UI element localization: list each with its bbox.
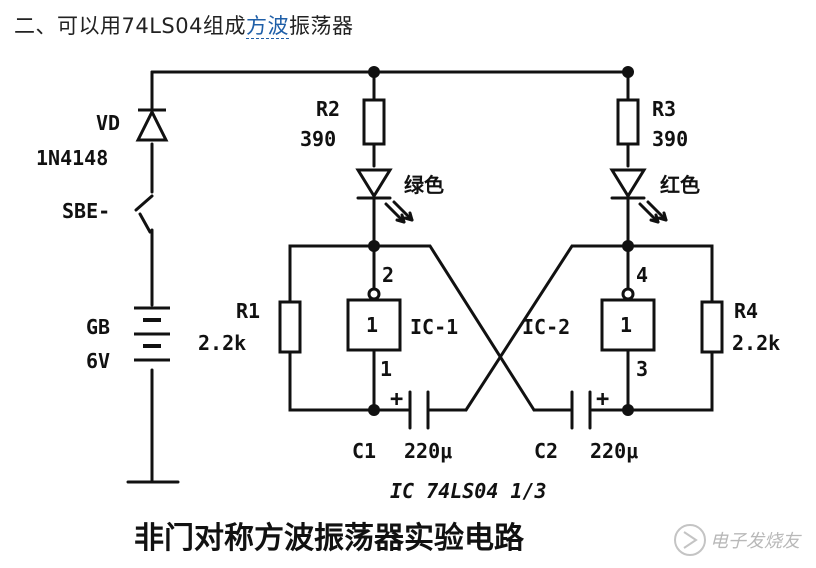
label-c2-name: C2 — [534, 439, 558, 463]
r1-loop-wire — [288, 244, 376, 412]
junction-ic1-output — [368, 404, 380, 416]
label-pin2: 2 — [382, 263, 394, 287]
label-led-red: 红色 — [660, 173, 700, 197]
label-diode-part: 1N4148 — [36, 146, 108, 170]
label-c2-plus: + — [596, 387, 609, 412]
ic1-gate — [346, 298, 402, 352]
label-c1-plus: + — [390, 387, 403, 412]
label-r1-value: 2.2k — [198, 331, 246, 355]
heading-suffix: 振荡器 — [288, 14, 354, 38]
label-c1-value: 220μ — [404, 439, 452, 463]
ic2-gate — [600, 298, 656, 352]
ic2-inversion-bubble — [621, 287, 635, 301]
label-r3-name: R3 — [652, 97, 676, 121]
label-ic1: IC-1 — [410, 315, 458, 339]
diagram-caption: 非门对称方波振荡器实验电路 — [134, 521, 525, 556]
label-r3-value: 390 — [652, 127, 688, 151]
resistor-r4 — [700, 300, 724, 354]
capacitor-c1 — [408, 390, 430, 430]
label-vd: VD — [96, 111, 120, 135]
label-pin4: 4 — [636, 263, 648, 287]
label-r2-value: 390 — [300, 127, 336, 151]
label-pin3: 3 — [636, 357, 648, 381]
heading-link-square-wave[interactable]: 方波 — [245, 14, 289, 39]
r4-loop-wire — [626, 244, 714, 412]
label-led-green: 绿色 — [404, 173, 444, 197]
label-r1-name: R1 — [236, 299, 260, 323]
junction-top-left — [368, 66, 380, 78]
label-ic2: IC-2 — [522, 315, 570, 339]
label-pin1: 1 — [380, 357, 392, 381]
ic1-inversion-bubble — [367, 287, 381, 301]
battery-gb — [134, 306, 170, 362]
resistor-r1 — [278, 300, 302, 354]
label-r2-name: R2 — [316, 97, 340, 121]
label-gate1-symbol: 1 — [366, 313, 378, 337]
label-gate2-symbol: 1 — [620, 313, 632, 337]
label-battery-value: 6V — [86, 349, 110, 373]
led-green — [355, 168, 414, 224]
watermark-text: 电子发烧友 — [710, 531, 802, 552]
label-r4-name: R4 — [734, 299, 758, 323]
resistor-r2 — [362, 98, 386, 146]
cross-wire-ic1-to-c2 — [372, 244, 536, 412]
junction-led1-node — [368, 240, 380, 252]
heading-prefix: 二、可以用74LS04组成 — [14, 14, 246, 38]
label-r4-value: 2.2k — [732, 331, 780, 355]
capacitor-c2 — [570, 390, 592, 430]
switch-sbe — [134, 194, 154, 234]
junction-top-right — [622, 66, 634, 78]
label-c2-value: 220μ — [590, 439, 638, 463]
label-battery-name: GB — [86, 315, 110, 339]
junction-led2-node — [622, 240, 634, 252]
label-ic-note: IC 74LS04 1/3 — [390, 479, 547, 503]
led-red — [609, 168, 668, 224]
label-c1-name: C1 — [352, 439, 376, 463]
resistor-r3 — [616, 98, 640, 146]
label-switch: SBE- — [62, 199, 110, 223]
page-heading: 二、可以用74LS04组成方波振荡器 — [14, 10, 353, 40]
junction-ic2-output — [622, 404, 634, 416]
cross-wire-ic2-to-c1 — [464, 244, 630, 412]
watermark-logo: 电子发烧友 — [674, 524, 802, 556]
diode-vd — [135, 108, 169, 142]
